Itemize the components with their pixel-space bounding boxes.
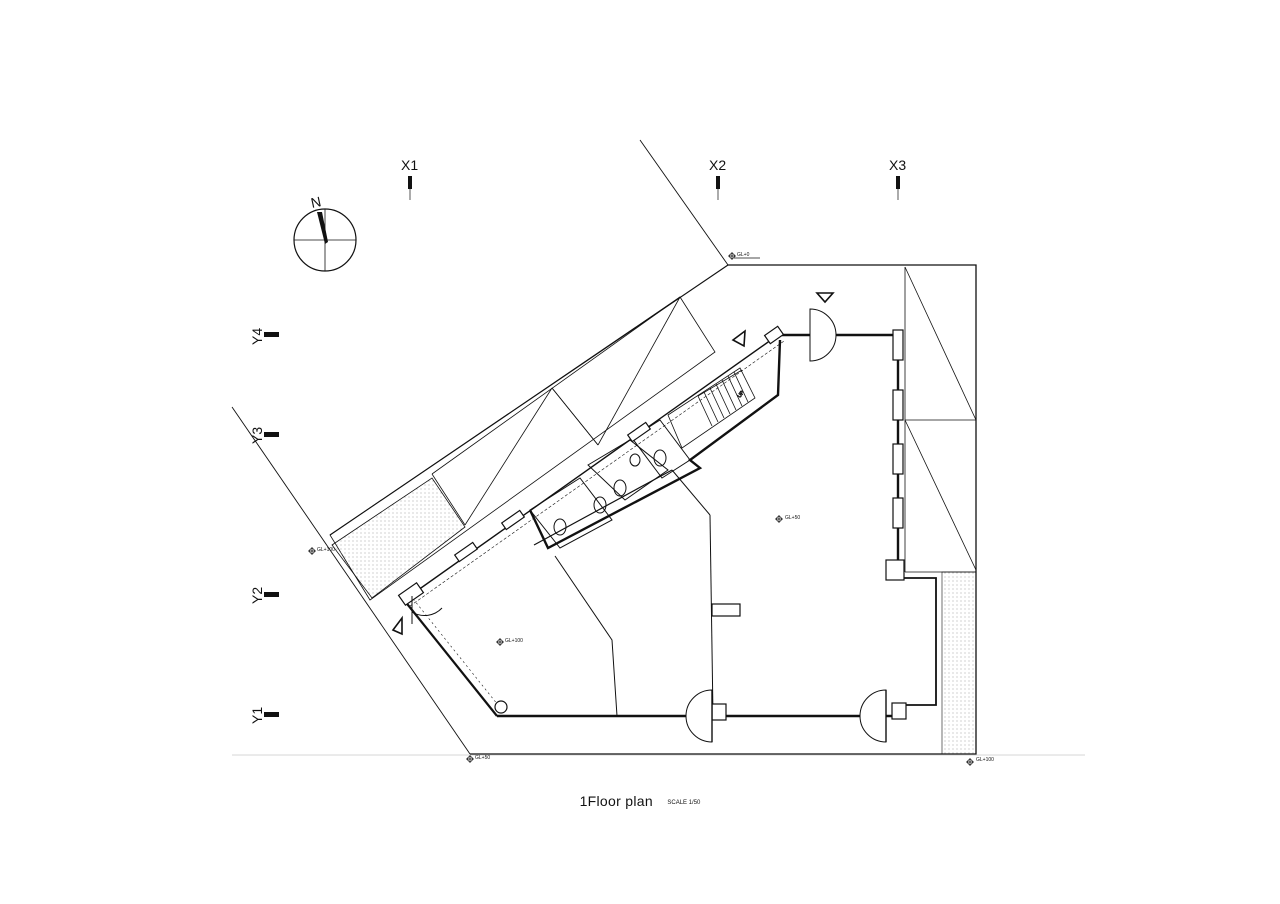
grid-label-x3: X3 [889,157,906,173]
north-label: N [309,193,322,211]
level-marker-2: GL+100 [308,547,335,555]
grid-markers-x: X1 X2 X3 [401,157,906,200]
drawing-title: 1Floor plan [579,793,653,809]
drawing-scale: SCALE 1/50 [667,800,701,806]
grid-label-y3: Y3 [249,427,265,444]
north-arrow-icon: N [293,193,357,272]
entrance-markers [391,292,835,636]
drain-circle [494,700,508,714]
level-marker-1: GL+0 [728,252,760,260]
columns [397,325,907,721]
grid-label-y2: Y2 [249,587,265,604]
grid-label-y4: Y4 [249,328,265,345]
level-text-1: GL+0 [737,252,750,258]
stair-label: UP [737,389,746,399]
level-text-5: GL+50 [475,755,490,761]
drawing-caption: 1Floor plan SCALE 1/50 [0,793,1280,811]
grid-markers-y: Y4 Y3 Y2 Y1 [249,328,279,724]
level-markers: GL+0 GL+100 GL+50 GL+100 GL+50 GL+100 [308,252,994,766]
approach-area [329,296,716,601]
level-text-6: GL+100 [976,757,994,763]
level-marker-6: GL+100 [966,757,994,766]
level-marker-4: GL+100 [496,638,523,646]
doors [411,308,887,743]
level-marker-5: GL+50 [466,755,490,763]
level-text-4: GL+100 [505,638,523,644]
stair: UP [667,367,756,449]
building-walls [403,333,937,718]
grid-label-x1: X1 [401,157,418,173]
level-text-3: GL+50 [785,515,800,521]
restrooms [529,419,691,549]
level-text-2: GL+100 [317,547,335,553]
grid-label-y1: Y1 [249,707,265,724]
interior-partitions [554,469,714,717]
level-marker-3: GL+50 [775,515,800,523]
east-exterior-area [904,266,977,755]
grid-label-x2: X2 [709,157,726,173]
